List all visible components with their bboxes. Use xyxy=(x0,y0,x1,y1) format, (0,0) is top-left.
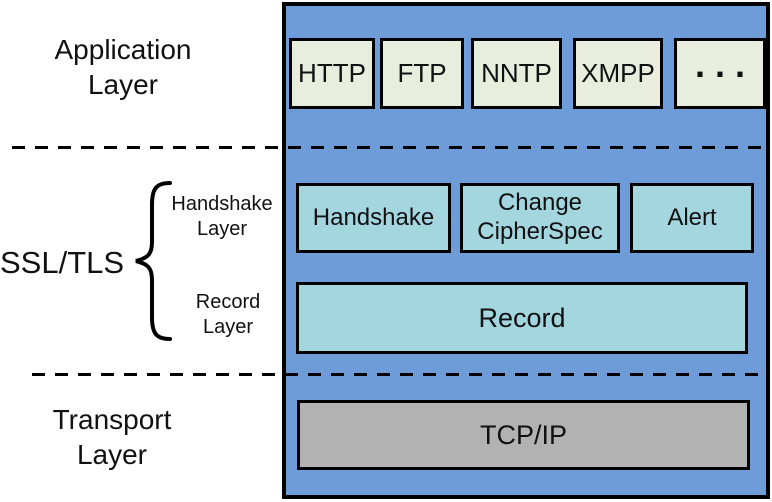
protocol-box-http-label: HTTP xyxy=(298,58,366,88)
transport-layer-label-line1: Transport xyxy=(52,404,172,435)
transport-layer-label: Transport Layer xyxy=(0,402,224,472)
tls-box-record: Record xyxy=(296,282,748,354)
transport-layer-label-line2: Layer xyxy=(76,439,148,470)
ssl-tls-brace-icon xyxy=(135,181,172,341)
application-layer-label: Application Layer xyxy=(0,32,246,102)
protocol-stack-panel: HTTP FTP NNTP XMPP ... Handshake Change … xyxy=(282,2,770,499)
divider-application-ssl xyxy=(12,146,768,149)
protocol-box-nntp: NNTP xyxy=(471,38,562,109)
record-layer-label-line2: Layer xyxy=(202,316,254,338)
tls-box-record-label: Record xyxy=(478,302,566,333)
protocol-box-http: HTTP xyxy=(289,38,375,109)
ellipsis-icon: ... xyxy=(694,43,755,85)
handshake-layer-label-line1: Handshake xyxy=(171,193,273,215)
handshake-layer-label-line2: Layer xyxy=(196,218,248,240)
record-layer-label-line1: Record xyxy=(195,291,261,313)
protocol-box-ftp: FTP xyxy=(380,38,464,109)
transport-box-tcpip: TCP/IP xyxy=(297,400,750,470)
handshake-layer-label: Handshake Layer xyxy=(162,192,282,242)
ssl-tls-label: SSL/TLS xyxy=(0,245,125,280)
tls-box-change-cipherspec-label: Change CipherSpec xyxy=(477,189,603,245)
tls-box-alert: Alert xyxy=(630,183,754,253)
tls-box-handshake-label: Handshake xyxy=(312,203,435,231)
protocol-box-ellipsis: ... xyxy=(674,38,766,109)
application-layer-label-line1: Application xyxy=(54,34,192,65)
transport-box-tcpip-label: TCP/IP xyxy=(479,419,567,450)
record-layer-label: Record Layer xyxy=(168,290,288,340)
protocol-box-xmpp-label: XMPP xyxy=(581,58,655,88)
divider-ssl-transport xyxy=(32,373,768,376)
tls-box-alert-label: Alert xyxy=(667,203,717,231)
protocol-box-xmpp: XMPP xyxy=(573,38,663,109)
protocol-box-nntp-label: NNTP xyxy=(481,58,552,88)
tls-box-handshake: Handshake xyxy=(296,183,451,253)
protocol-box-ftp-label: FTP xyxy=(397,58,447,88)
tls-box-change-cipherspec: Change CipherSpec xyxy=(460,183,620,253)
application-layer-label-line2: Layer xyxy=(87,69,159,100)
